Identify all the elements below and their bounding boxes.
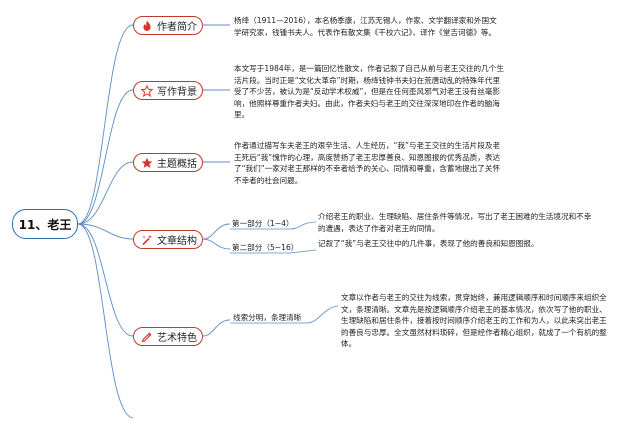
wand-icon [141,234,153,246]
pencil-icon [141,331,153,343]
part2-label: 第二部分（5~16） [232,243,299,252]
branch-label: 写作背景 [157,87,197,98]
root-title: 11、老王 [18,217,72,232]
branch-label: 作者简介 [157,22,197,33]
link-structure [77,223,134,240]
root-node[interactable]: 11、老王 [12,209,78,239]
link-part2 [202,238,231,250]
branch-label: 主题概括 [157,159,197,170]
branch-label: 文章结构 [157,236,197,247]
link-art-sub [202,319,231,337]
theme-text: 作者通过描写车夫老王的艰辛生活、人生经历，“我”与老王交往的生活片段及老王死后“… [234,141,501,185]
part1-label: 第一部分（1~4） [232,219,294,228]
art-sub-label: 线索分明，条理清晰 [233,313,302,322]
branch-structure[interactable]: 文章结构 [133,230,203,249]
art-features-text: 文章以作者与老王的交往为线索，贯穿始终，兼用逻辑顺序和时间顺序来组织全文，条理清… [341,293,607,348]
fire-icon [141,20,153,32]
branch-author-intro[interactable]: 作者简介 [133,16,203,35]
link-part1-text [289,221,317,230]
link-background [77,89,134,225]
part2-text: 记叙了“我”与老王交往中的几件事，表现了他的善良和知恩图报。 [318,239,539,248]
star-outline-icon [141,84,153,97]
star-filled-icon [141,157,153,169]
link-art-text [305,305,339,324]
link-theme [77,161,134,225]
link-author [77,24,134,225]
link-part2-text [289,249,317,254]
link-extra [77,223,134,419]
author-intro-text: 杨绛（1911—2016），本名杨季康，江苏无锡人，作家、文学翻译家和外国文学研… [234,16,497,37]
link-art [77,223,134,337]
part1-text: 介绍老王的职业、生理缺陷、居住条件等情况，写出了老王困难的生活境况和不幸的遭遇，… [318,212,592,233]
branch-art-features[interactable]: 艺术特色 [133,327,203,346]
branch-label: 艺术特色 [157,333,197,344]
branch-theme[interactable]: 主题概括 [133,153,203,172]
link-part1 [202,223,231,240]
branch-background[interactable]: 写作背景 [133,81,203,100]
background-text: 本文写于1984年，是一篇回忆性散文，作者记叙了自己从前与老王交往的几个生活片段… [234,64,504,119]
